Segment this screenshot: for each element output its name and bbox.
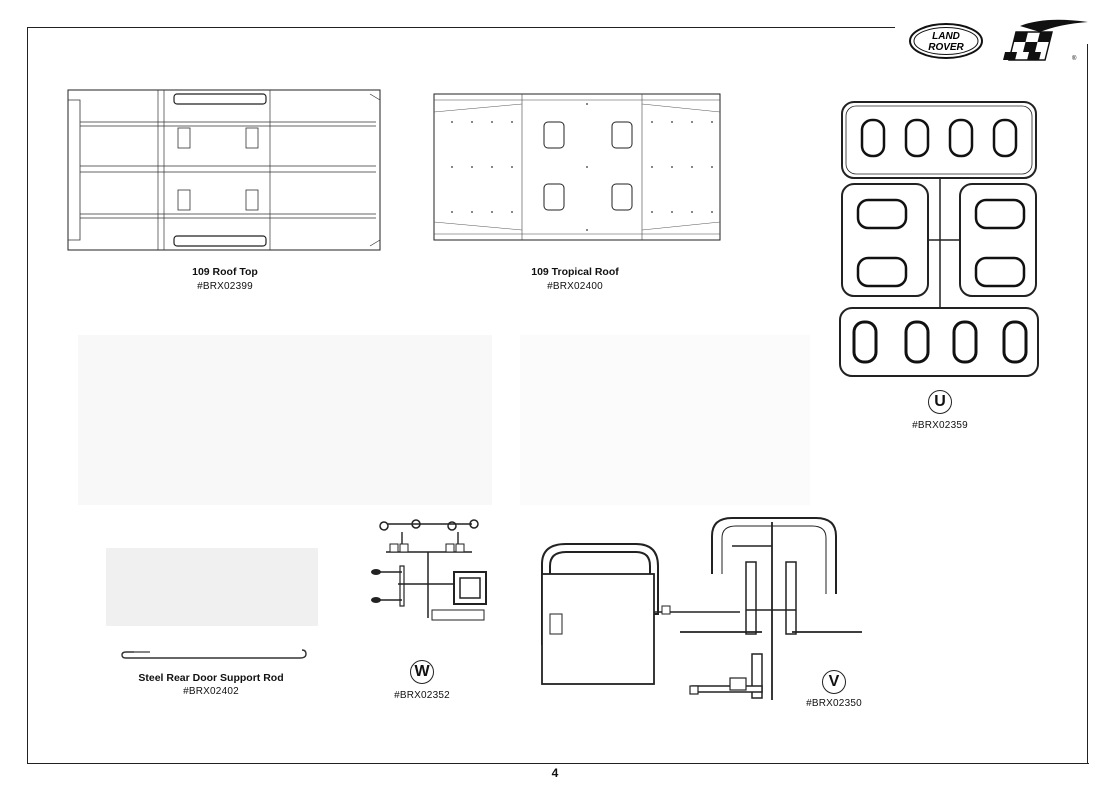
sprue-v-code: #BRX02350 (806, 698, 862, 709)
sprue-w-letter: W (410, 660, 434, 684)
faded-panel-right (520, 335, 810, 505)
support-rod-title: Steel Rear Door Support Rod (138, 672, 284, 684)
registered-mark: ® (1072, 55, 1077, 62)
page-number: 4 (551, 766, 559, 780)
sprue-u-letter: U (928, 390, 952, 414)
page-frame (27, 27, 1089, 764)
support-rod-code: #BRX02402 (183, 686, 239, 697)
sprue-u-code: #BRX02359 (912, 420, 968, 431)
tropical-roof-title: 109 Tropical Roof (531, 266, 619, 278)
roof-top-title: 109 Roof Top (192, 266, 258, 278)
support-rod-drawing (121, 649, 307, 659)
sprue-v-letter: V (822, 670, 846, 694)
sprue-w-drawing (371, 519, 487, 621)
land-rover-logo: LAND ROVER (909, 23, 983, 59)
sprue-w-code: #BRX02352 (394, 690, 450, 701)
sprue-v-drawing (541, 517, 862, 700)
faded-panel-left (78, 335, 492, 505)
tropical-roof-drawing (433, 93, 721, 241)
page-frame-top (27, 27, 895, 28)
logo-text-line1: LAND (932, 31, 960, 42)
roof-top-drawing (67, 89, 381, 251)
roof-top-code: #BRX02399 (197, 281, 253, 292)
sprue-u-drawing (839, 101, 1039, 377)
logo-text-line2: ROVER (928, 42, 964, 53)
faded-panel-rod (106, 548, 318, 626)
tropical-roof-code: #BRX02400 (547, 281, 603, 292)
page-frame-right (1087, 44, 1088, 764)
checkered-flag-logo: ® (1003, 19, 1088, 62)
